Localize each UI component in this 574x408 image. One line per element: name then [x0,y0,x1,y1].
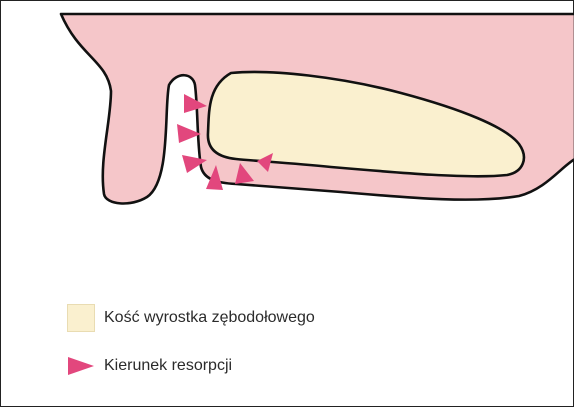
bone-swatch [67,304,95,332]
legend-item-bone: Kość wyrostka zębodołowego [67,304,315,332]
legend-item-resorption: Kierunek resorpcji [67,356,232,376]
legend-label-resorption: Kierunek resorpcji [104,357,232,375]
legend-label-bone: Kość wyrostka zębodołowego [104,309,315,327]
legend-arrow-shape [68,357,94,375]
triangle-right-icon [67,356,95,376]
